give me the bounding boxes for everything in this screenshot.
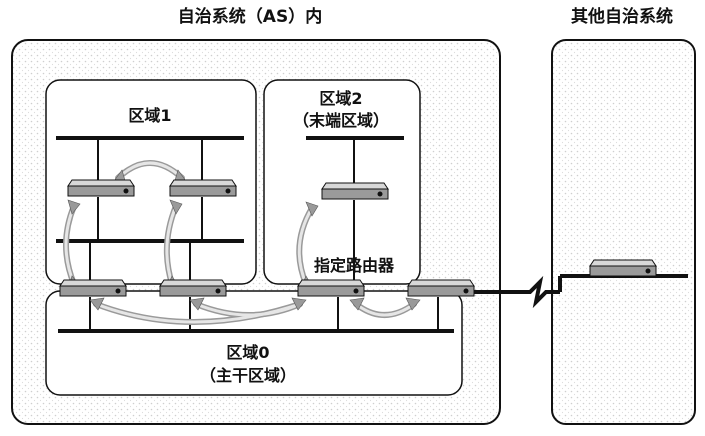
area0-sublabel: （主干区域）: [200, 366, 296, 385]
area0-networks: [58, 297, 454, 333]
as-title: 自治系统（AS）内: [178, 6, 322, 27]
area2-sublabel: （末端区域）: [293, 111, 389, 130]
area2-router: [321, 182, 389, 200]
area1-networks: [56, 136, 244, 243]
area0-label: 区域0: [226, 343, 269, 362]
routing-exchange-arrows-inner: [64, 161, 416, 324]
arrowheads: [67, 169, 421, 311]
other-as-title: 其他自治系统: [571, 6, 673, 27]
backbone-router: [407, 279, 475, 297]
abr-area1-left: [59, 279, 127, 297]
abr-area1-right: [159, 279, 227, 297]
area1-router-left: [67, 179, 135, 197]
other-as-router: [589, 259, 657, 277]
area1-router-right: [169, 179, 237, 197]
area1-label: 区域1: [128, 106, 171, 125]
area1-drops: [89, 138, 203, 287]
routers: [59, 179, 657, 297]
area2-label: 区域2: [319, 89, 362, 108]
designated-router: [297, 279, 365, 297]
area2-networks: [306, 136, 404, 287]
inter-as-link: [470, 275, 560, 309]
other-as-boundary: [551, 39, 696, 425]
